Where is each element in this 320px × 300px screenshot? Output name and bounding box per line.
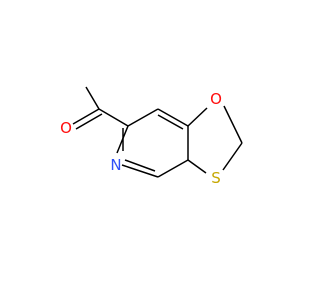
sulfur-label: S — [211, 169, 221, 187]
oxygen-carbonyl-label: O — [60, 119, 72, 137]
bond-aldehyde-ch — [85, 86, 100, 110]
bond-c3a-c4 — [157, 159, 189, 178]
molecule-structure: O N O S — [60, 86, 243, 187]
atom-labels: O N O S — [60, 90, 222, 187]
bond-carbonyl-double-1 — [72, 108, 100, 125]
bond-ch2-s — [222, 142, 243, 171]
oxygen-ring-label: O — [210, 90, 222, 108]
bonds — [72, 86, 243, 178]
bond-c7-c7a-inner — [157, 114, 184, 130]
bond-c7-c7a — [157, 108, 189, 127]
bond-carbonyl-double-2 — [75, 113, 103, 130]
bond-c6-c7 — [127, 108, 159, 127]
bond-c4-n-inner — [124, 159, 156, 172]
bond-o-ch2 — [223, 105, 243, 144]
bond-c4-n — [121, 164, 159, 178]
nitrogen-label: N — [110, 156, 121, 174]
bond-c7a-o — [187, 107, 208, 127]
bond-aldehyde-ring — [98, 108, 129, 127]
bond-s-c3a — [187, 159, 207, 174]
